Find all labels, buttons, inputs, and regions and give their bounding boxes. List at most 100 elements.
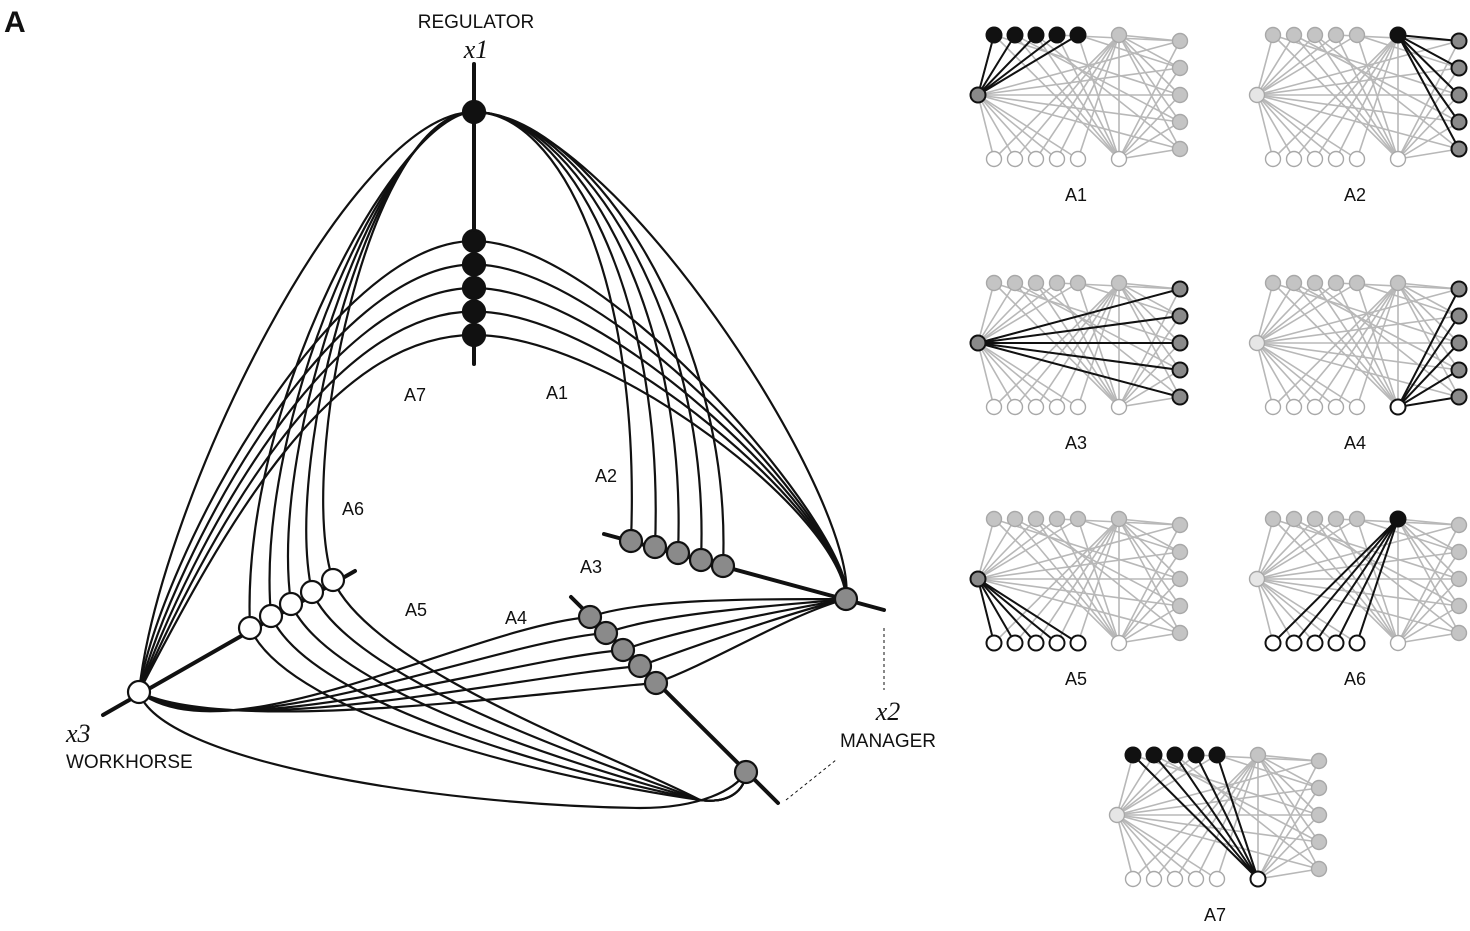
regulator-target-node <box>1306 26 1324 44</box>
faint-edge <box>1077 282 1120 408</box>
manager-target-node <box>1171 624 1189 642</box>
highlight-edge <box>977 578 1037 644</box>
regulator-hub-node <box>969 570 987 588</box>
workhorse-label: WORKHORSE <box>66 752 193 773</box>
faint-edge <box>1256 282 1274 344</box>
manager-target-node <box>1450 59 1468 77</box>
fiber-x1-x3-3 <box>137 286 475 693</box>
highlight-edges <box>1272 518 1399 644</box>
faint-edge <box>1056 518 1120 644</box>
regulator-target-node <box>1306 274 1324 292</box>
faint-edge <box>1257 754 1320 870</box>
leader-x2-lower <box>785 759 837 801</box>
faint-edge <box>1014 518 1181 607</box>
faint-edge <box>977 518 1016 580</box>
faint-edge <box>1397 578 1460 644</box>
faint-edge <box>977 94 1079 160</box>
fiber-x2-left-1 <box>138 615 591 713</box>
faint-edge <box>1118 518 1181 553</box>
fiber-x2-up-5 <box>473 110 725 567</box>
faint-edge <box>1257 841 1320 880</box>
fiber-x2-right-1 <box>589 597 847 619</box>
highlight-edge <box>1153 754 1259 880</box>
faint-edges <box>1256 34 1460 160</box>
highlight-edge <box>977 34 995 96</box>
regulator-target-node <box>1006 274 1024 292</box>
regulator-target-node <box>1048 510 1066 528</box>
manager-target-node <box>1310 752 1328 770</box>
fiber-x3-up-5 <box>322 110 475 581</box>
faint-edge <box>1256 342 1460 398</box>
manager-target-node <box>1310 806 1328 824</box>
faint-edge <box>1256 578 1295 644</box>
subgraph-a7: A7 <box>1108 746 1328 925</box>
manager-target-node <box>1171 543 1189 561</box>
workhorse-hub-node <box>1389 150 1407 168</box>
highlight-edges <box>977 288 1181 398</box>
x3-stack-node <box>299 579 325 605</box>
manager-target-node <box>1450 570 1468 588</box>
manager-target-node <box>1450 516 1468 534</box>
workhorse-target-node <box>1069 398 1087 416</box>
x1-stack-node <box>461 252 487 277</box>
faint-edge <box>1314 518 1460 634</box>
regulator-target-node <box>1124 746 1142 764</box>
highlight-edge <box>977 34 1079 96</box>
regulator-hub-node <box>1248 86 1266 104</box>
manager-target-node <box>1171 280 1189 298</box>
region-a5: A5 <box>405 600 427 620</box>
x2-stack-node <box>665 540 691 566</box>
outer-curve-bottom <box>137 691 747 810</box>
highlight-edge <box>977 288 1181 344</box>
highlight-edge <box>1272 518 1399 644</box>
regulator-target-node <box>985 274 1003 292</box>
faint-edge <box>993 518 1181 580</box>
faint-edge <box>1118 342 1181 408</box>
faint-edge <box>1256 578 1460 634</box>
highlight-edge <box>1335 518 1399 644</box>
highlight-edge <box>977 578 1079 644</box>
faint-edge <box>1118 578 1181 644</box>
faint-edge <box>1118 518 1181 607</box>
faint-edge <box>1256 282 1295 344</box>
faint-edge <box>977 282 995 344</box>
workhorse-target-node <box>1306 634 1324 652</box>
faint-edge <box>1077 34 1120 160</box>
faint-edge <box>1035 282 1120 408</box>
faint-edge <box>1035 518 1120 644</box>
faint-edge <box>1116 814 1320 870</box>
faint-edge <box>1077 518 1181 553</box>
faint-edge <box>1257 787 1320 880</box>
faint-edge <box>1397 94 1460 160</box>
faint-edge <box>1256 282 1337 344</box>
manager-hub-node <box>1110 274 1128 292</box>
highlight-edge <box>1174 754 1259 880</box>
subgraph-a2: A2 <box>1248 26 1468 205</box>
fiber-x3-down-2 <box>269 615 748 802</box>
faint-edge <box>1256 342 1358 408</box>
faint-edge <box>1118 396 1181 408</box>
fiber-x3-up-2 <box>268 110 475 617</box>
faint-edge <box>1256 342 1316 408</box>
workhorse-target-node <box>1306 150 1324 168</box>
faint-edge <box>1272 282 1460 344</box>
faint-edge <box>1077 282 1181 317</box>
manager-target-node <box>1171 86 1189 104</box>
workhorse-target-node <box>1006 150 1024 168</box>
workhorse-target-node <box>1327 398 1345 416</box>
manager-target-node <box>1450 140 1468 158</box>
manager-target-node <box>1171 307 1189 325</box>
manager-target-node <box>1450 307 1468 325</box>
workhorse-target-node <box>1348 634 1366 652</box>
faint-edge <box>1077 518 1120 644</box>
faint-edge <box>1256 94 1316 160</box>
faint-edge <box>1118 524 1181 644</box>
faint-edge <box>1077 34 1181 69</box>
highlight-edge <box>1397 369 1460 408</box>
faint-edge <box>1116 754 1134 816</box>
workhorse-target-node <box>1285 398 1303 416</box>
faint-edge <box>1272 282 1399 408</box>
subgraph-caption: A3 <box>1065 433 1087 453</box>
fiber-x1-x3-1 <box>137 239 475 693</box>
faint-edge <box>1397 632 1460 644</box>
